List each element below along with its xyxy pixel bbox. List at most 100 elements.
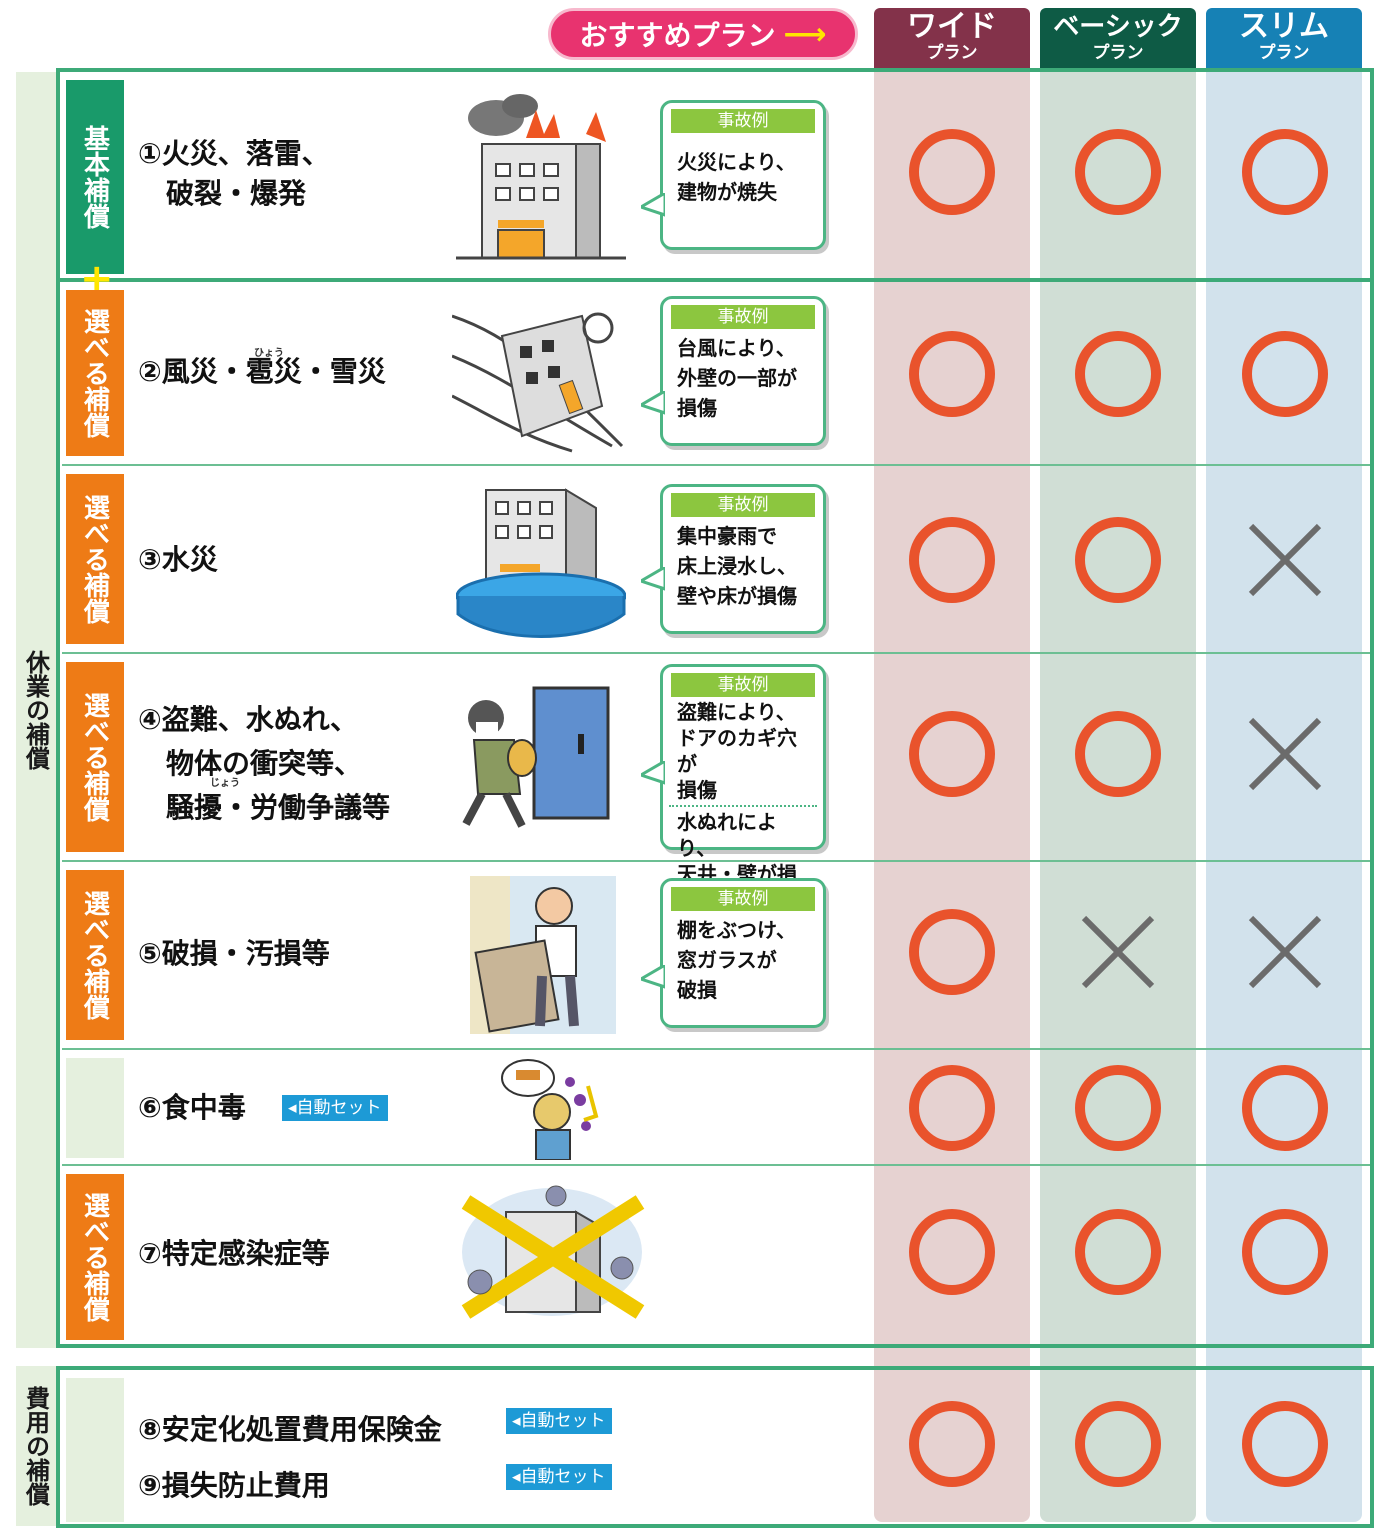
plan-name: スリム	[1239, 9, 1329, 44]
title-line: 破裂・爆発	[138, 177, 307, 210]
case-divider	[669, 805, 817, 807]
circle-mark-slim	[1242, 1065, 1328, 1151]
row-divider	[62, 1164, 1370, 1166]
row-divider	[62, 860, 1370, 862]
case-example-2: 事故例 台風により、 外壁の一部が 損傷	[641, 296, 826, 446]
tag-label: 選べる補償	[79, 692, 110, 822]
flooded-building-illustration	[456, 488, 626, 638]
case-line: 破損	[677, 978, 717, 1002]
case-text: 棚をぶつけ、 窓ガラスが 破損	[663, 911, 823, 1005]
row-3-title: ③水災	[138, 540, 218, 580]
circle-mark-slim	[1242, 331, 1328, 417]
plan-sub: プラン	[926, 43, 978, 63]
circle-mark-wide	[909, 517, 995, 603]
arrow-right-icon: ⟶	[783, 16, 827, 52]
food-poisoning-illustration	[501, 1059, 599, 1160]
tag-label: 基本補償	[79, 125, 110, 229]
case-label: 事故例	[671, 887, 815, 911]
case-example-1: 事故例 火災により、 建物が焼失	[641, 100, 826, 250]
burning-building-illustration	[456, 94, 626, 260]
bubble-tail	[641, 965, 665, 989]
case-line: 水ぬれにより、	[677, 810, 777, 860]
cross-mark-slim	[1248, 523, 1322, 597]
case-example-5: 事故例 棚をぶつけ、 窓ガラスが 破損	[641, 878, 826, 1028]
row-1-title: ①火災、落雷、 破裂・爆発	[138, 134, 330, 214]
row-divider	[62, 1048, 1370, 1050]
plan-header-slim: スリム プラン	[1206, 8, 1362, 68]
row-8-9-title: ⑧安定化処置費用保険金 ⑨損失防止費用	[138, 1402, 442, 1514]
title-line: ⑨損失防止費用	[138, 1469, 330, 1502]
ruby-text: ひょう	[254, 348, 284, 359]
plan-column-slim	[1206, 68, 1362, 1522]
tag-basic-coverage: 基本補償	[66, 80, 124, 274]
title-line: ⑤破損・汚損等	[138, 937, 330, 970]
expense-coverage-frame	[56, 1366, 1374, 1528]
tag-optional-coverage: 選べる補償	[66, 1174, 124, 1340]
plan-name: ワイド	[907, 9, 997, 44]
case-line: 台風により、	[677, 336, 796, 360]
bubble-tail	[641, 391, 665, 415]
tag-empty	[66, 1378, 124, 1522]
title-line: ④盗難、水ぬれ、	[138, 703, 358, 736]
title-line: ②風災・雹災・雪災	[138, 355, 386, 388]
tag-label: 選べる補償	[79, 308, 110, 438]
case-line: 集中豪雨で	[677, 524, 777, 548]
row-divider	[62, 464, 1370, 466]
case-label: 事故例	[671, 305, 815, 329]
auto-set-badge: ◂自動セット	[282, 1095, 388, 1121]
title-line: ⑧安定化処置費用保険金	[138, 1413, 442, 1446]
breakage-illustration	[470, 876, 616, 1034]
circle-mark-wide	[909, 711, 995, 797]
auto-set-badge: ◂自動セット	[506, 1408, 612, 1434]
circle-mark-basic	[1075, 711, 1161, 797]
case-text: 火災により、 建物が焼失	[663, 133, 823, 207]
circle-mark-slim	[1242, 1401, 1328, 1487]
row-4-title: ④盗難、水ぬれ、 物体の衝突等、 騒擾・労働争議等	[138, 698, 390, 830]
plan-name: ベーシック	[1053, 12, 1183, 42]
recommended-text: おすすめプラン	[579, 19, 776, 52]
case-line: 盗難により、	[677, 700, 796, 724]
row-6-title: ⑥食中毒	[138, 1088, 246, 1128]
case-line: 窓ガラスが	[677, 948, 777, 972]
circle-mark-basic	[1075, 129, 1161, 215]
bubble-tail	[641, 761, 665, 785]
case-line: 外壁の一部が	[677, 366, 797, 390]
tag-optional-coverage: 選べる補償	[66, 662, 124, 852]
title-line: ①火災、落雷、	[138, 137, 330, 170]
title-line: ⑥食中毒	[138, 1091, 246, 1124]
circle-mark-basic	[1075, 1065, 1161, 1151]
tag-label: 選べる補償	[79, 890, 110, 1020]
bubble-tail	[641, 567, 665, 591]
tag-label: 選べる補償	[79, 494, 110, 624]
circle-mark-wide	[909, 331, 995, 417]
circle-mark-wide	[909, 129, 995, 215]
circle-mark-slim	[1242, 1209, 1328, 1295]
case-label: 事故例	[671, 109, 815, 133]
infection-illustration	[461, 1185, 645, 1319]
case-text: 盗難により、 ドアのカギ穴が 損傷	[663, 697, 823, 803]
cross-mark-slim	[1248, 915, 1322, 989]
case-line: 損傷	[677, 778, 717, 802]
circle-mark-basic	[1075, 331, 1161, 417]
tag-optional-coverage: 選べる補償	[66, 474, 124, 644]
cross-mark-slim	[1248, 717, 1322, 791]
title-line: 騒擾・労働争議等	[138, 791, 391, 824]
circle-mark-basic	[1075, 1401, 1161, 1487]
circle-mark-wide	[909, 1065, 995, 1151]
circle-mark-basic	[1075, 1209, 1161, 1295]
bubble-tail	[641, 193, 665, 217]
case-line: 棚をぶつけ、	[677, 918, 796, 942]
case-text: 台風により、 外壁の一部が 損傷	[663, 329, 823, 423]
optional-coverage-frame	[56, 278, 1374, 1348]
category-label: 休業の補償	[21, 650, 50, 770]
case-line: 火災により、	[677, 150, 796, 174]
tag-empty	[66, 1058, 124, 1158]
tag-label: 選べる補償	[79, 1192, 110, 1322]
circle-mark-slim	[1242, 129, 1328, 215]
auto-set-badge: ◂自動セット	[506, 1464, 612, 1490]
plan-sub: プラン	[1092, 43, 1144, 63]
case-example-4: 事故例 盗難により、 ドアのカギ穴が 損傷 水ぬれにより、 天井・壁が損傷	[641, 664, 826, 912]
case-line: 損傷	[677, 396, 717, 420]
plan-sub: プラン	[1258, 43, 1310, 63]
row-5-title: ⑤破損・汚損等	[138, 934, 330, 974]
